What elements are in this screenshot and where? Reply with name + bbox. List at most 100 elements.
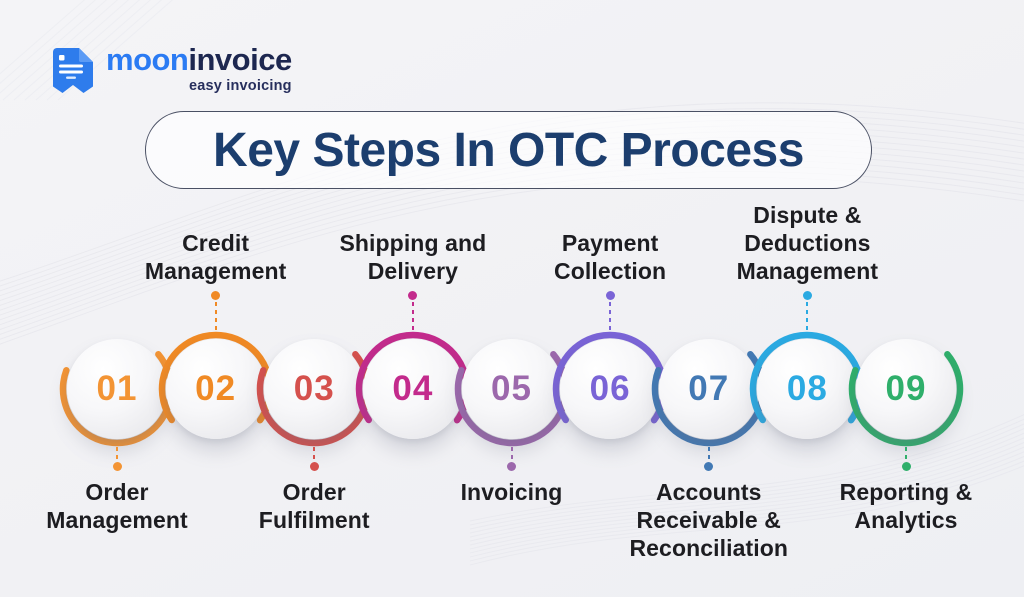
step-circle: 06 bbox=[560, 339, 661, 439]
step-label-line: Fulfilment bbox=[258, 507, 370, 533]
step-label-line: Collection bbox=[554, 258, 667, 284]
invoice-document-icon bbox=[53, 48, 93, 93]
step-connector-line bbox=[707, 447, 710, 462]
brand-name-moon: moon bbox=[106, 42, 189, 77]
step-label: Reporting &Analytics bbox=[791, 478, 1021, 534]
step-circle: 07 bbox=[658, 339, 759, 439]
step-arc bbox=[651, 331, 766, 447]
step-arc bbox=[257, 331, 372, 447]
otc-step: 05 Invoicing bbox=[397, 0, 627, 597]
step-connector-dot bbox=[704, 462, 714, 471]
step-label-line: Management bbox=[144, 258, 287, 284]
step-connector-line bbox=[313, 447, 316, 462]
step-label-line: Order bbox=[85, 479, 149, 505]
step-arc-circle bbox=[257, 331, 372, 447]
step-label-line: Order bbox=[282, 479, 346, 505]
step-number: 02 bbox=[195, 369, 237, 408]
step-circle: 03 bbox=[264, 339, 365, 439]
step-connector-line bbox=[905, 447, 907, 462]
step-arc-circle bbox=[848, 331, 964, 447]
step-label-line: Accounts bbox=[655, 479, 762, 505]
step-arc-circle bbox=[454, 331, 569, 447]
title-banner: Key Steps In OTC Process bbox=[145, 111, 872, 189]
brand-tagline: easy invoicing bbox=[188, 78, 292, 94]
step-label-line: Delivery bbox=[367, 258, 459, 284]
step-label: Invoicing bbox=[397, 478, 627, 506]
step-arc bbox=[158, 331, 273, 447]
step-connector-line bbox=[411, 302, 414, 330]
step-arc-circle bbox=[59, 331, 175, 447]
step-circle: 08 bbox=[757, 339, 858, 439]
step-label-line: Reconciliation bbox=[629, 535, 789, 561]
step-label-line: Management bbox=[736, 258, 879, 284]
step-arc bbox=[355, 331, 471, 447]
step-number: 08 bbox=[786, 369, 828, 408]
step-arc bbox=[59, 331, 175, 447]
step-label-line: Management bbox=[46, 507, 188, 533]
otc-step: 09 Reporting &Analytics bbox=[791, 0, 1021, 597]
step-arc-circle bbox=[158, 331, 273, 447]
brand-name: mooninvoice bbox=[106, 44, 292, 75]
step-arc-circle bbox=[651, 331, 766, 447]
step-circle: 09 bbox=[856, 339, 956, 439]
step-number: 09 bbox=[885, 369, 927, 408]
page-title: Key Steps In OTC Process bbox=[213, 123, 804, 177]
step-connector-dot bbox=[408, 291, 418, 300]
step-connector-dot bbox=[507, 462, 516, 471]
step-connector-dot bbox=[802, 291, 812, 300]
step-arc bbox=[750, 331, 865, 447]
step-label-line: Invoicing bbox=[460, 479, 563, 505]
step-circle: 02 bbox=[165, 339, 266, 439]
step-label-line: Credit bbox=[182, 230, 250, 256]
step-label-line: Reporting & bbox=[839, 479, 973, 505]
step-arc bbox=[848, 331, 964, 447]
step-connector-dot bbox=[605, 291, 615, 300]
step-circle: 04 bbox=[362, 339, 463, 439]
step-arc bbox=[552, 331, 668, 447]
step-number: 04 bbox=[392, 369, 434, 408]
step-number: 07 bbox=[688, 369, 730, 408]
step-label-line: Shipping and bbox=[339, 230, 487, 256]
step-label-line: Dispute & bbox=[753, 202, 862, 228]
step-arc-circle bbox=[552, 331, 668, 447]
brand-logo: mooninvoice easy invoicing bbox=[49, 44, 292, 94]
step-connector-line bbox=[609, 302, 612, 330]
step-connector-dot bbox=[112, 462, 122, 471]
step-label-line: Receivable & bbox=[636, 507, 781, 533]
step-number: 03 bbox=[293, 369, 335, 408]
step-connector-line bbox=[806, 302, 809, 330]
step-number: 05 bbox=[491, 369, 532, 408]
step-label-line: Payment bbox=[561, 230, 659, 256]
brand-name-invoice: invoice bbox=[188, 42, 292, 77]
step-label-line: Deductions bbox=[744, 230, 871, 256]
step-connector-dot bbox=[309, 462, 319, 471]
step-number: 06 bbox=[589, 369, 631, 408]
step-circle: 01 bbox=[67, 339, 167, 439]
step-connector-line bbox=[116, 447, 118, 462]
step-connector-line bbox=[214, 302, 217, 330]
step-arc bbox=[454, 331, 569, 447]
step-number: 01 bbox=[96, 369, 138, 408]
step-connector-dot bbox=[211, 291, 221, 300]
step-arc-circle bbox=[355, 331, 471, 447]
step-arc-circle bbox=[750, 331, 865, 447]
brand-text: mooninvoice easy invoicing bbox=[106, 44, 292, 94]
step-connector-dot bbox=[901, 462, 911, 471]
step-connector-line bbox=[510, 447, 513, 462]
